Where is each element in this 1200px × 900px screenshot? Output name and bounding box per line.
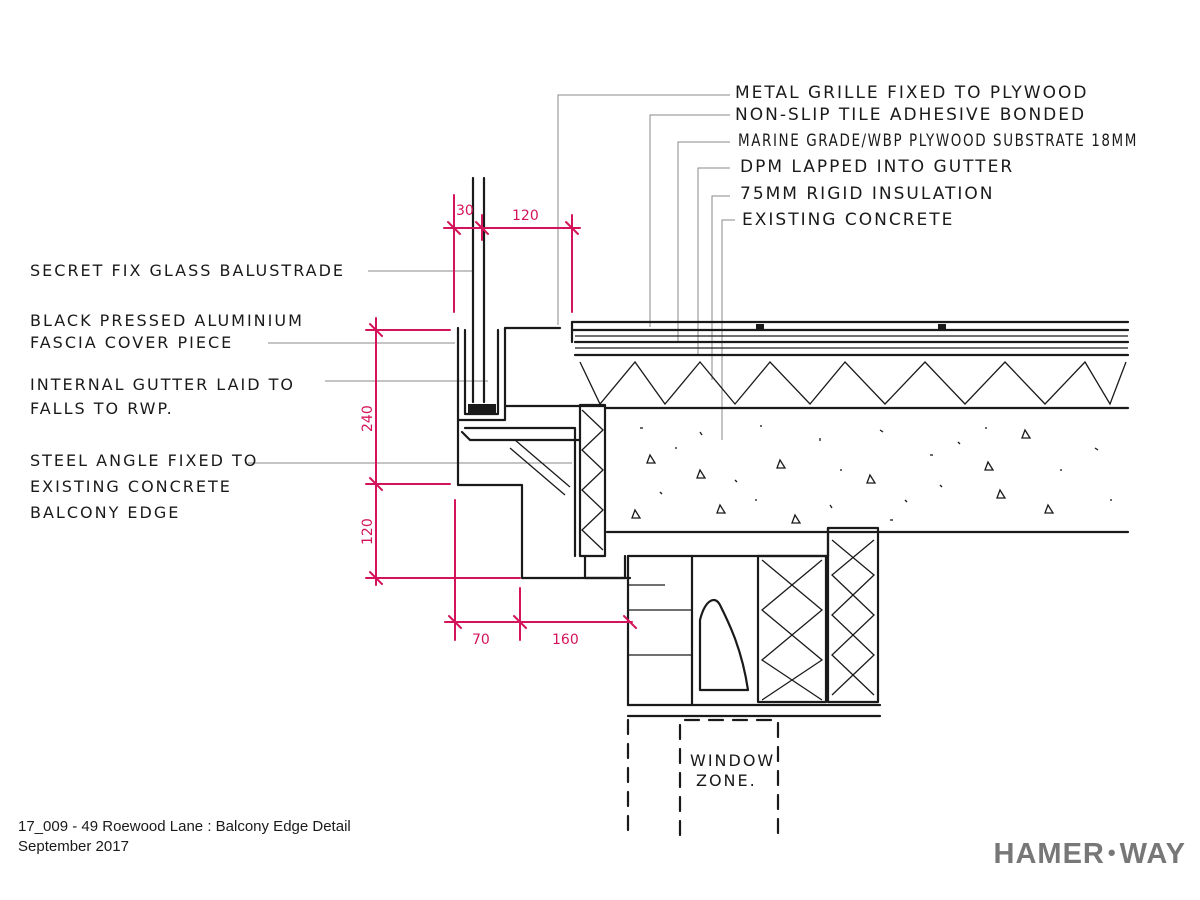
logo-left: HAMER [993, 838, 1105, 870]
window-zone-label-line-1: WINDOW [690, 751, 775, 770]
logo-dot: • [1107, 840, 1117, 865]
existing-concrete-slab [603, 406, 1130, 534]
annotation-dpm: DPM LAPPED INTO GUTTER [740, 157, 1014, 177]
annotation-gutter-line-2: FALLS TO RWP. [30, 399, 174, 418]
dimension-lines: 30 120 240 120 70 160 [360, 194, 637, 648]
dimension-angle-drop: 120 [360, 518, 376, 545]
window-zone: WINDOW ZONE. [626, 718, 780, 837]
drawing-date: September 2017 [18, 838, 129, 855]
glass-balustrade [471, 176, 486, 404]
annotation-fascia-line-2: FASCIA COVER PIECE [30, 333, 233, 352]
annotation-non-slip-tile: NON-SLIP TILE ADHESIVE BONDED [735, 105, 1086, 125]
annotation-glass-balustrade: SECRET FIX GLASS BALUSTRADE [30, 261, 345, 280]
deck-build-up [570, 320, 1130, 349]
dimension-lower-offset: 70 [472, 632, 490, 648]
steel-angle [509, 403, 607, 558]
annotation-metal-grille: METAL GRILLE FIXED TO PLYWOOD [735, 83, 1088, 103]
left-annotations: SECRET FIX GLASS BALUSTRADE BLACK PRESSE… [30, 261, 345, 522]
annotation-angle-line-3: BALCONY EDGE [30, 503, 180, 522]
project-title: 17_009 - 49 Roewood Lane : Balcony Edge … [18, 818, 351, 835]
dimension-glass-zone: 30 [456, 203, 474, 219]
window-zone-label-line-2: ZONE. [696, 771, 757, 790]
fascia-cover-piece [456, 418, 632, 580]
annotation-fascia-line-1: BLACK PRESSED ALUMINIUM [30, 311, 304, 330]
dimension-glass-to-edge: 120 [512, 208, 539, 224]
annotation-insulation: 75MM RIGID INSULATION [740, 184, 995, 204]
annotation-angle-line-1: STEEL ANGLE FIXED TO [30, 451, 258, 470]
company-logo: HAMER•WAY [994, 838, 1186, 871]
annotation-gutter-line-1: INTERNAL GUTTER LAID TO [30, 375, 295, 394]
annotation-existing-concrete: EXISTING CONCRETE [742, 210, 954, 230]
wall-below [583, 526, 882, 718]
right-annotations: METAL GRILLE FIXED TO PLYWOOD NON-SLIP T… [735, 83, 1138, 230]
logo-right: WAY [1119, 838, 1186, 870]
concrete-aggregate [631, 425, 1112, 524]
rigid-insulation [573, 353, 1130, 406]
dimension-fascia-height: 240 [360, 405, 376, 432]
dimension-lower-return: 160 [552, 632, 579, 648]
annotation-angle-line-2: EXISTING CONCRETE [30, 477, 232, 496]
leader-lines [248, 94, 735, 464]
annotation-plywood-substrate: MARINE GRADE/WBP PLYWOOD SUBSTRATE 18MM [738, 131, 1138, 151]
